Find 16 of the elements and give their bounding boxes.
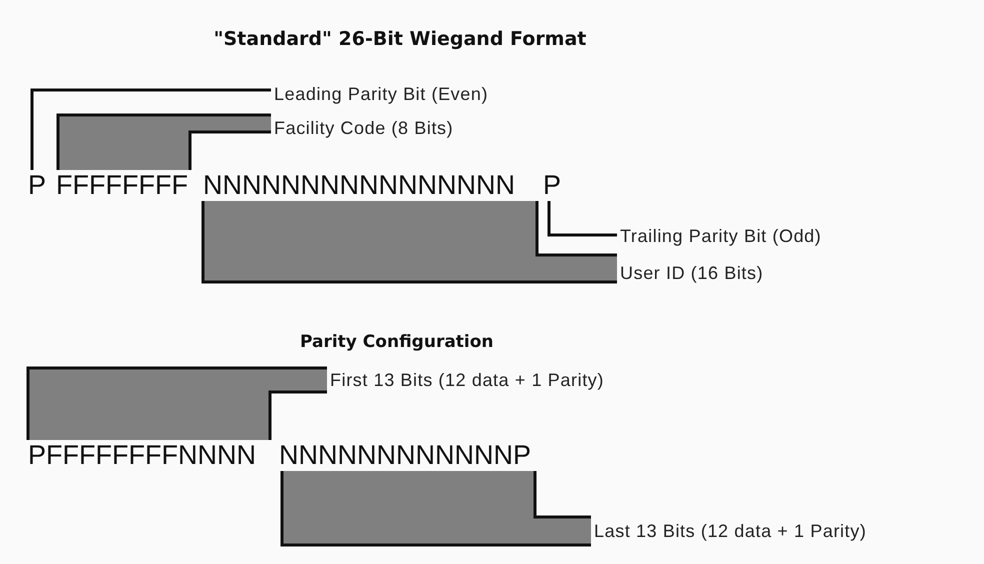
field-label: Last 13 Bits (12 data + 1 Parity) [594, 520, 866, 542]
bit-sequence: FFFFFFFF [56, 172, 188, 199]
field-label: User ID (16 Bits) [620, 262, 764, 284]
bit-sequence: P [28, 172, 46, 199]
bit-sequence: PFFFFFFFFNNNN [28, 442, 256, 469]
leader-line [548, 201, 617, 236]
bit-sequence: P [543, 172, 562, 199]
field-label: First 13 Bits (12 data + 1 Parity) [330, 369, 604, 391]
bit-sequence: NNNNNNNNNNNNNNNN [203, 172, 515, 199]
leader-line [30, 88, 271, 170]
bit-sequence: NNNNNNNNNNNNP [279, 442, 531, 469]
diagram-title: "Standard" 26-Bit Wiegand Format [212, 28, 588, 50]
field-label: Leading Parity Bit (Even) [274, 83, 488, 105]
field-label: Trailing Parity Bit (Odd) [620, 225, 822, 247]
section-heading: Parity Configuration [300, 332, 494, 352]
field-label: Facility Code (8 Bits) [274, 117, 454, 139]
